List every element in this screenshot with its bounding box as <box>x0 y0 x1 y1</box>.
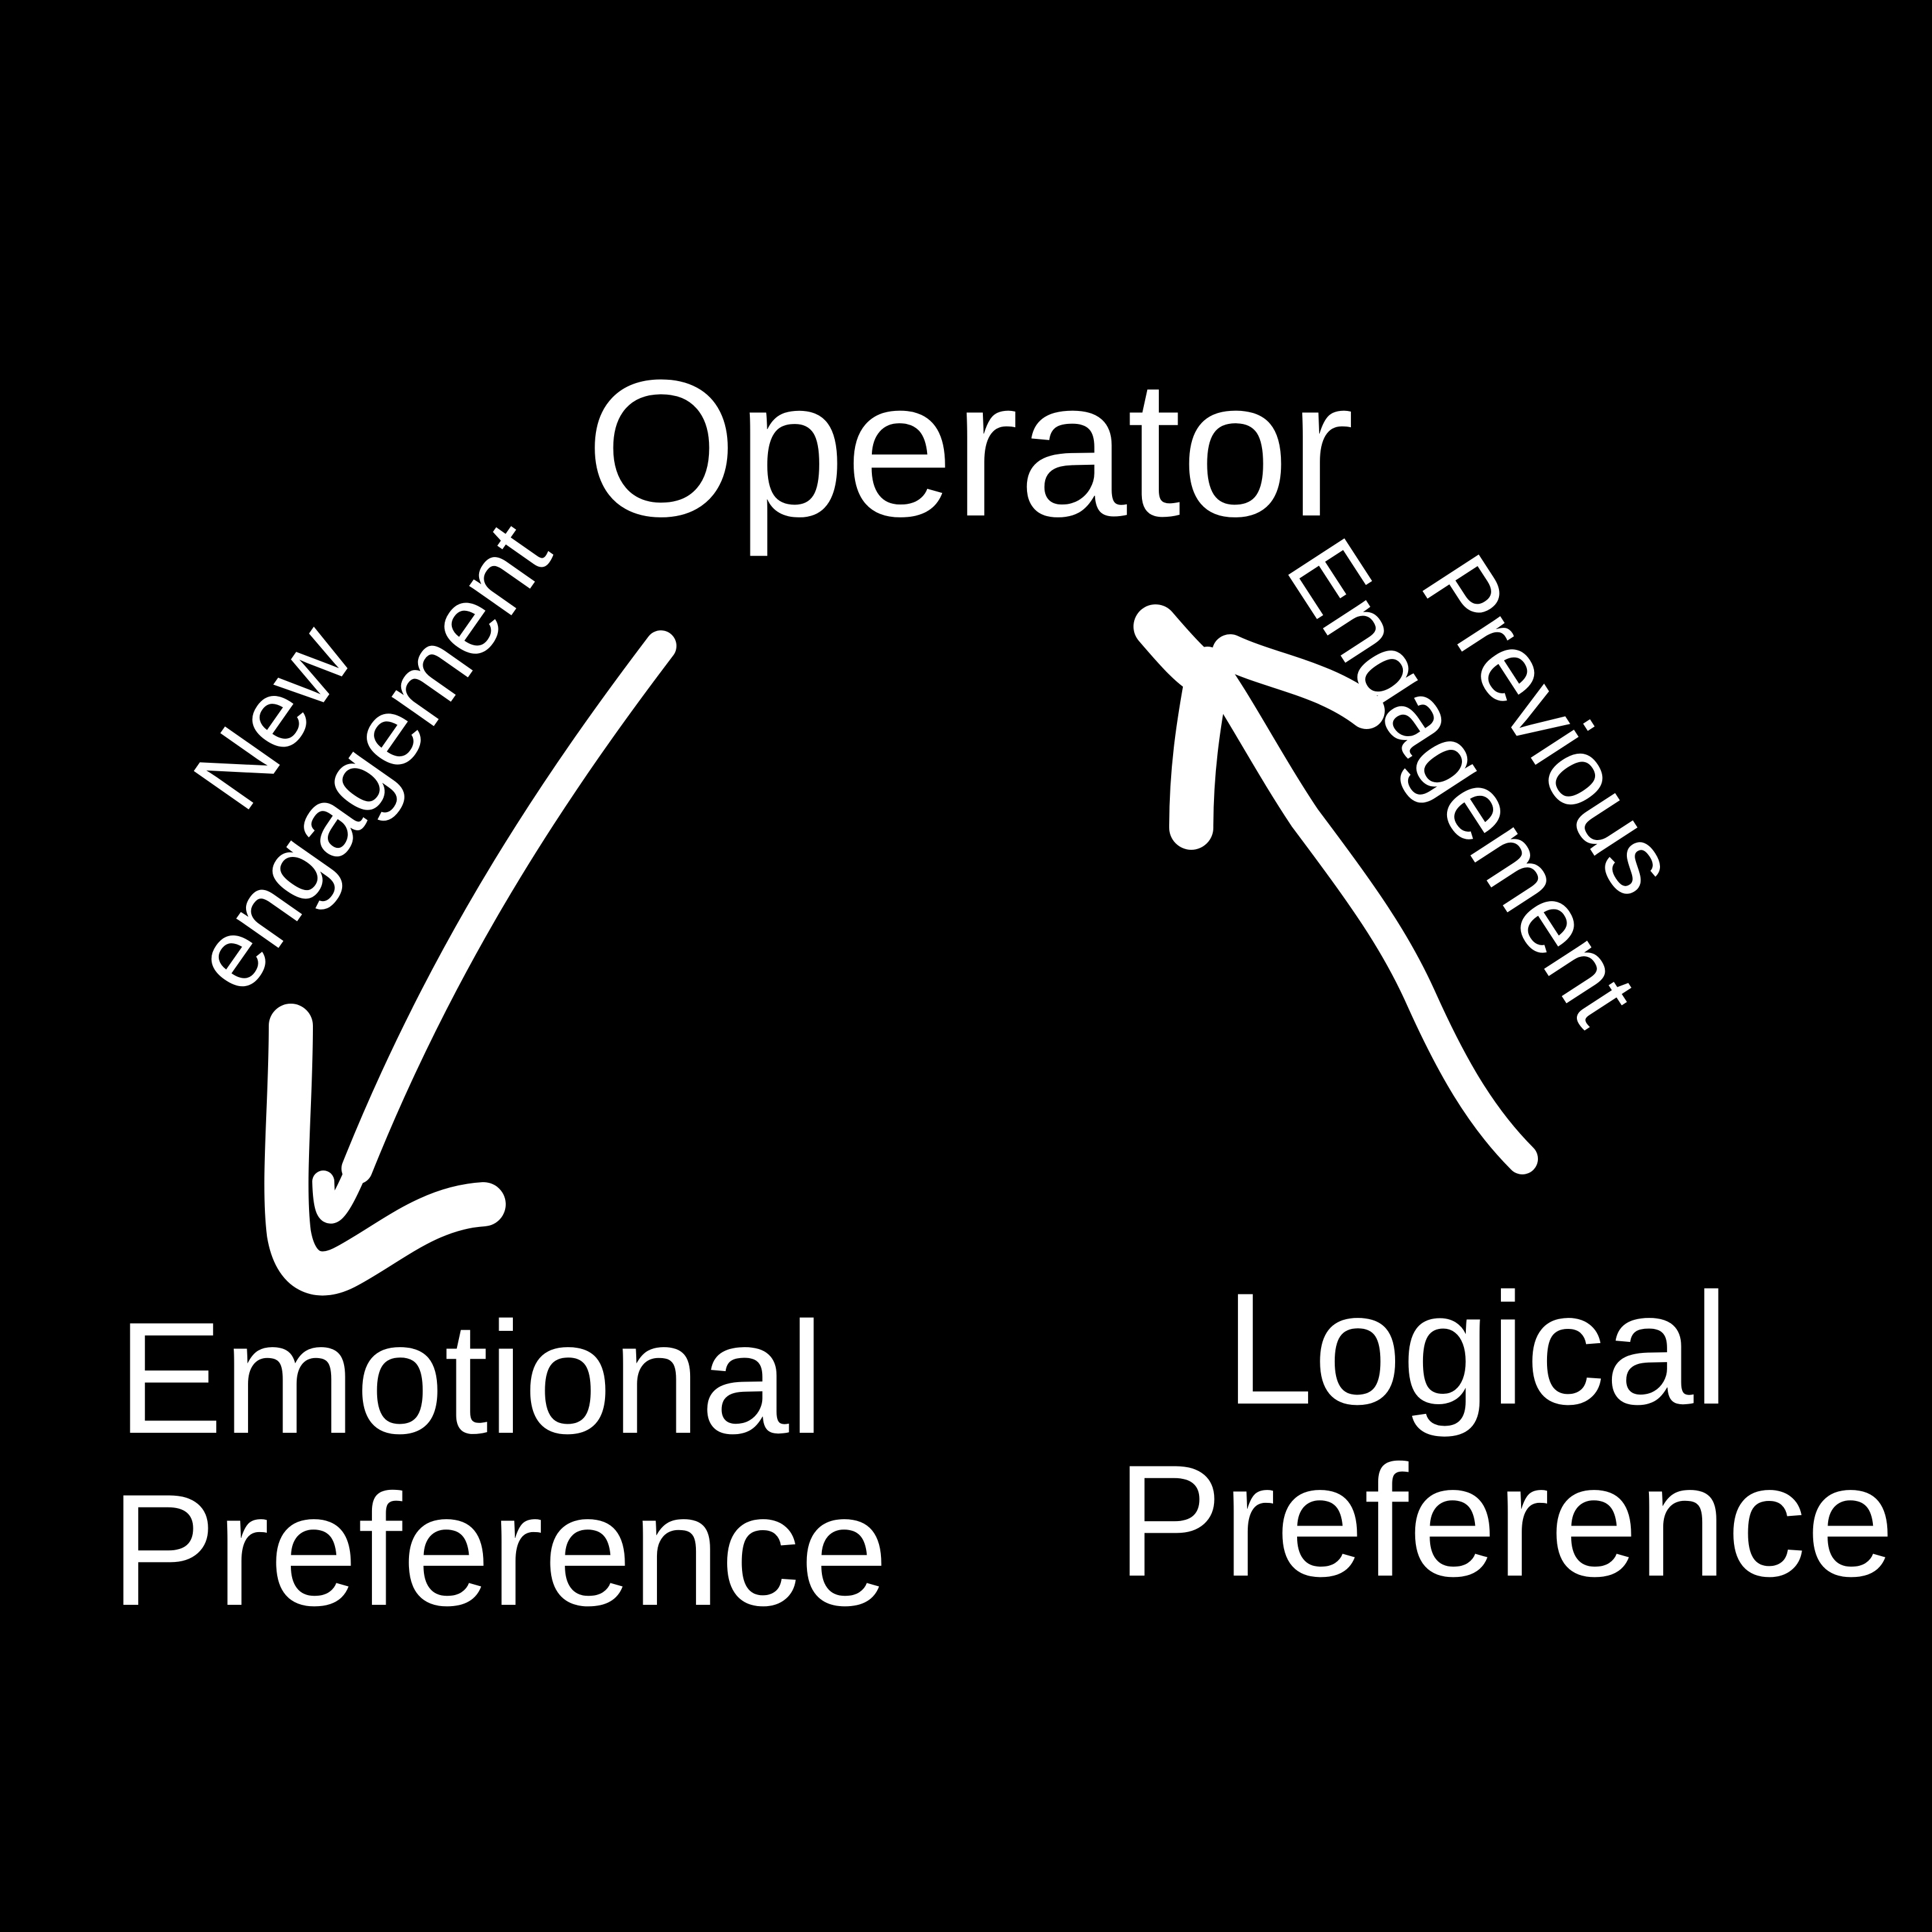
arrow-new-engagement-shaft <box>341 630 676 1184</box>
arrow-previous-engagement-head-left <box>1133 604 1230 850</box>
node-emotional-line-2: Preference <box>110 1461 889 1639</box>
node-emotional-preference: Emotional Preference <box>110 1289 889 1639</box>
arrow-previous-engagement-shaft <box>1192 647 1538 1174</box>
node-operator: Operator <box>586 339 1354 557</box>
arrow-new-engagement-shaft-tail <box>312 1158 368 1224</box>
node-logical-line-1: Logical <box>1224 1259 1729 1437</box>
node-emotional-line-1: Emotional <box>117 1289 824 1467</box>
node-logical-preference: Logical Preference <box>1117 1259 1895 1609</box>
arrow-new-engagement-head <box>264 1004 506 1296</box>
arrow-previous-engagement-head-right <box>1212 634 1385 729</box>
node-logical-line-2: Preference <box>1117 1431 1895 1609</box>
